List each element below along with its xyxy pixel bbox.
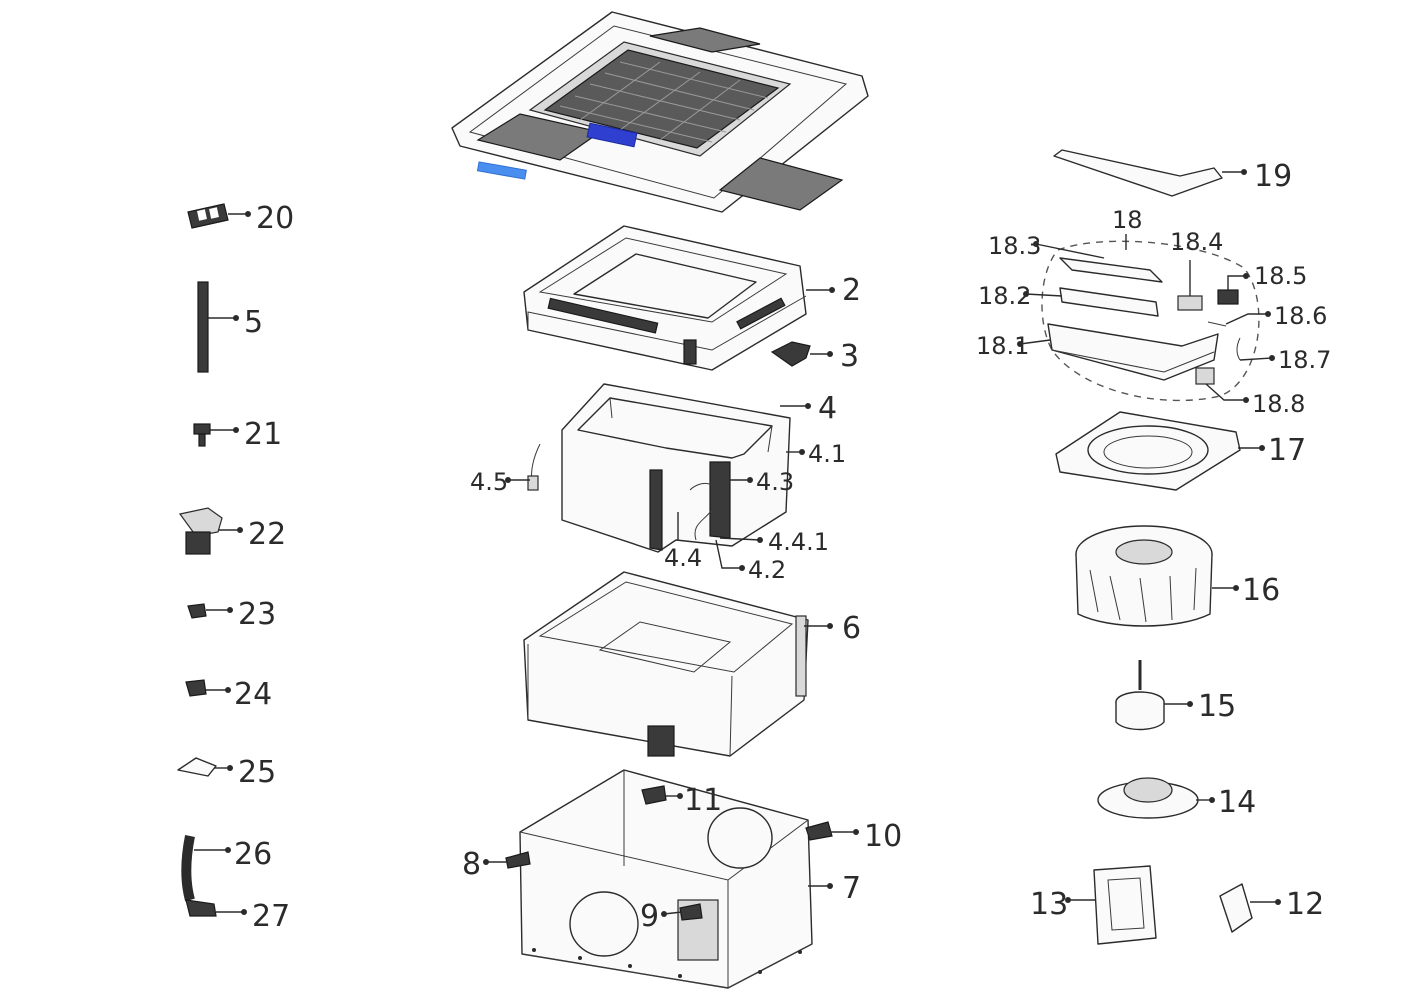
part-4-coil xyxy=(527,383,791,553)
callout-4-3: 4.3 xyxy=(756,468,794,496)
part-18-4-chip xyxy=(1177,295,1203,311)
callout-7: 7 xyxy=(842,871,861,906)
part-14-mount xyxy=(1097,777,1199,819)
part-27-elbow xyxy=(185,899,217,917)
callout-20: 20 xyxy=(256,201,294,236)
callout-25: 25 xyxy=(238,755,276,790)
callout-18-1: 18.1 xyxy=(976,332,1029,360)
callout-4-1: 4.1 xyxy=(808,440,846,468)
callout-18-8: 18.8 xyxy=(1252,390,1305,418)
group-18-outline xyxy=(1041,240,1260,402)
callout-12: 12 xyxy=(1286,887,1324,922)
part-23-clip xyxy=(187,603,207,619)
callout-18-7: 18.7 xyxy=(1278,346,1331,374)
callout-6: 6 xyxy=(842,611,861,646)
callout-19: 19 xyxy=(1254,159,1292,194)
light-blue-highlight-part xyxy=(476,161,527,180)
part-2-frame xyxy=(523,225,807,371)
part-10-bracket xyxy=(805,821,833,841)
part-11-clip xyxy=(641,785,667,805)
callout-4-4: 4.4 xyxy=(664,544,702,572)
callout-18-3: 18.3 xyxy=(988,232,1041,260)
part-20-remote xyxy=(187,203,229,229)
part-18-2-tray xyxy=(1059,287,1159,317)
callout-18-4: 18.4 xyxy=(1170,228,1223,256)
part-26-hose xyxy=(181,835,195,902)
part-18-8-capacitor xyxy=(1195,367,1215,385)
part-25-plate xyxy=(177,757,217,777)
callout-18-5: 18.5 xyxy=(1254,262,1307,290)
callout-17: 17 xyxy=(1268,433,1306,468)
callout-27: 27 xyxy=(252,899,290,934)
callout-5: 5 xyxy=(244,305,263,340)
part-18-6-wire xyxy=(1207,321,1227,327)
panel-grille xyxy=(451,11,869,213)
part-21-screw xyxy=(193,423,211,447)
callout-2: 2 xyxy=(842,273,861,308)
part-22-pump xyxy=(178,507,223,555)
part-6-drain-pan xyxy=(523,571,809,757)
callout-14: 14 xyxy=(1218,785,1256,820)
part-18-5-connector xyxy=(1217,289,1239,305)
part-18-1-box xyxy=(1047,323,1219,381)
callout-22: 22 xyxy=(248,517,286,552)
callout-13: 13 xyxy=(1030,887,1068,922)
part-8-bracket xyxy=(505,851,531,869)
part-9-bracket xyxy=(679,903,703,921)
part-3-bracket xyxy=(770,341,811,367)
part-17-bellmouth xyxy=(1055,411,1241,491)
part-5-rod xyxy=(197,281,209,373)
part-16-fan xyxy=(1075,525,1213,627)
callout-4-2: 4.2 xyxy=(748,556,786,584)
callout-24: 24 xyxy=(234,677,272,712)
part-7-box xyxy=(519,769,813,989)
callout-21: 21 xyxy=(244,417,282,452)
callout-11: 11 xyxy=(684,783,722,818)
callout-18-2: 18.2 xyxy=(978,282,1031,310)
callout-16: 16 xyxy=(1242,573,1280,608)
part-19-cover xyxy=(1053,149,1223,197)
callout-18: 18 xyxy=(1112,206,1143,234)
blue-highlight-panel-part xyxy=(586,122,638,148)
callout-15: 15 xyxy=(1198,689,1236,724)
callout-3: 3 xyxy=(840,339,859,374)
callout-10: 10 xyxy=(864,819,902,854)
part-12-clip xyxy=(1219,883,1253,933)
callout-4-4-1: 4.4.1 xyxy=(768,528,829,556)
callout-4: 4 xyxy=(818,391,837,426)
callout-26: 26 xyxy=(234,837,272,872)
leader-lines xyxy=(194,169,1281,917)
callout-9: 9 xyxy=(640,899,659,934)
part-13-bracket xyxy=(1093,865,1157,945)
callout-4-5: 4.5 xyxy=(470,468,508,496)
callout-8: 8 xyxy=(462,847,481,882)
callout-18-6: 18.6 xyxy=(1274,302,1327,330)
part-18-3-board xyxy=(1059,257,1163,283)
part-15-motor xyxy=(1115,660,1165,731)
part-18-7-sensor xyxy=(1236,337,1241,361)
callout-23: 23 xyxy=(238,597,276,632)
part-24-clip xyxy=(185,679,207,697)
